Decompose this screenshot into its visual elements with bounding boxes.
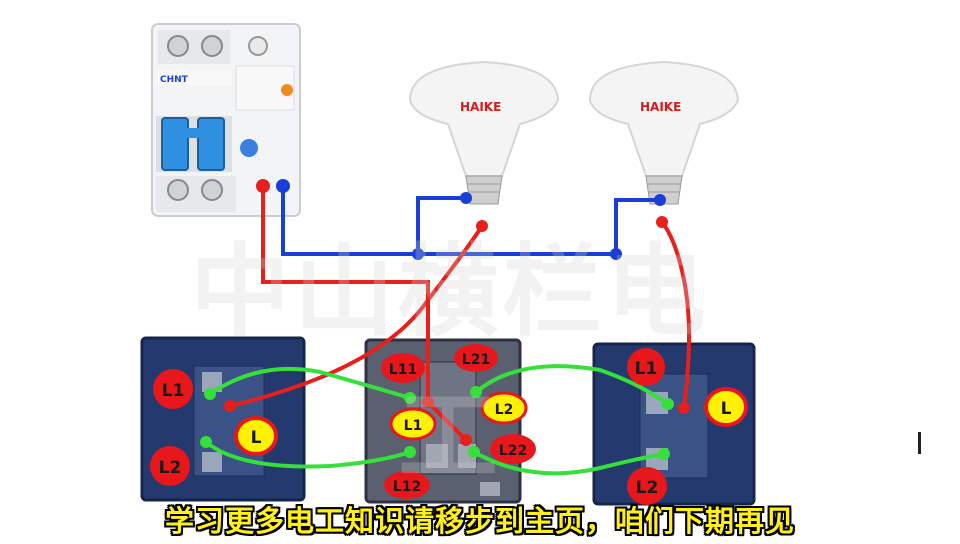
bulb-brand: HAIKE bbox=[640, 100, 681, 114]
terminal-label: L1 bbox=[404, 418, 423, 434]
live-wire bbox=[229, 186, 691, 442]
bulb-right: HAIKE bbox=[588, 60, 740, 205]
circuit-breaker: CHNT bbox=[151, 23, 301, 217]
watermark: 中山横栏电工 bbox=[190, 233, 710, 495]
terminal-label: L22 bbox=[499, 443, 527, 459]
breaker-lever bbox=[197, 117, 225, 171]
terminal-label: L2 bbox=[159, 458, 182, 478]
bulb-left: HAIKE bbox=[408, 60, 560, 205]
screw-icon bbox=[201, 179, 223, 201]
terminal-label: L21 bbox=[462, 352, 490, 368]
screw-icon bbox=[167, 179, 189, 201]
terminal-label: L2 bbox=[495, 402, 514, 418]
breaker-lever bbox=[161, 117, 189, 171]
terminal-label: L11 bbox=[389, 362, 417, 378]
neutral-wire bbox=[281, 186, 660, 256]
subtitle-caption: 学习更多电工知识请移步到主页，咱们下期再见 bbox=[164, 504, 795, 538]
terminal-label: L1 bbox=[635, 359, 658, 379]
screw-icon bbox=[201, 35, 223, 57]
traveler-wire bbox=[204, 364, 670, 476]
terminal-label: L bbox=[251, 428, 262, 448]
screw-icon bbox=[167, 35, 189, 57]
breaker-brand: CHNT bbox=[160, 75, 189, 85]
terminal-label: L12 bbox=[393, 479, 421, 495]
terminal-label: L2 bbox=[636, 478, 659, 498]
text-cursor bbox=[918, 432, 921, 454]
terminal-label: L1 bbox=[162, 381, 185, 401]
bulb-brand: HAIKE bbox=[460, 100, 501, 114]
terminal-label: L bbox=[721, 399, 732, 419]
